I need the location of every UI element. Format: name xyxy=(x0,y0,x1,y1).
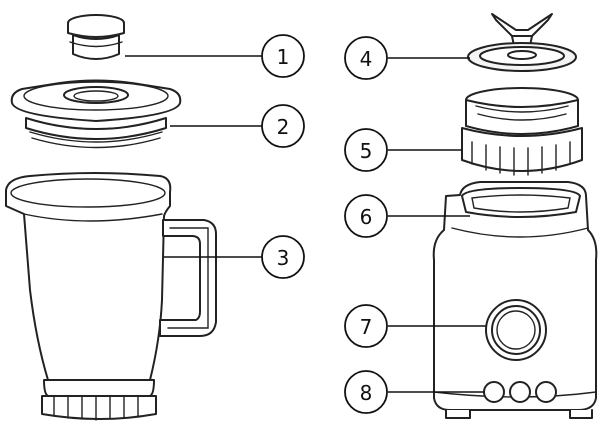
callout-number: 8 xyxy=(360,381,373,405)
blade-assembly xyxy=(468,14,576,71)
callout-6: 6 xyxy=(345,195,387,237)
callout-8: 8 xyxy=(345,371,387,413)
measuring-cap xyxy=(68,15,124,59)
callout-number: 5 xyxy=(360,139,373,163)
blender-jar xyxy=(6,173,216,420)
control-knob xyxy=(486,300,546,360)
callout-4: 4 xyxy=(345,37,387,79)
control-buttons xyxy=(484,382,556,402)
motor-base-coupling xyxy=(462,188,580,217)
callout-2: 2 xyxy=(262,105,304,147)
callout-number: 6 xyxy=(360,205,373,229)
jar-lid xyxy=(12,81,181,148)
callout-5: 5 xyxy=(345,129,387,171)
callout-number: 2 xyxy=(277,115,290,139)
callout-number: 4 xyxy=(360,47,373,71)
callout-1: 1 xyxy=(262,35,304,77)
callout-number: 1 xyxy=(277,45,290,69)
callout-number: 3 xyxy=(277,246,290,270)
callout-number: 7 xyxy=(360,315,373,339)
jar-base-collar xyxy=(462,88,582,175)
callout-7: 7 xyxy=(345,305,387,347)
callout-3: 3 xyxy=(262,236,304,278)
